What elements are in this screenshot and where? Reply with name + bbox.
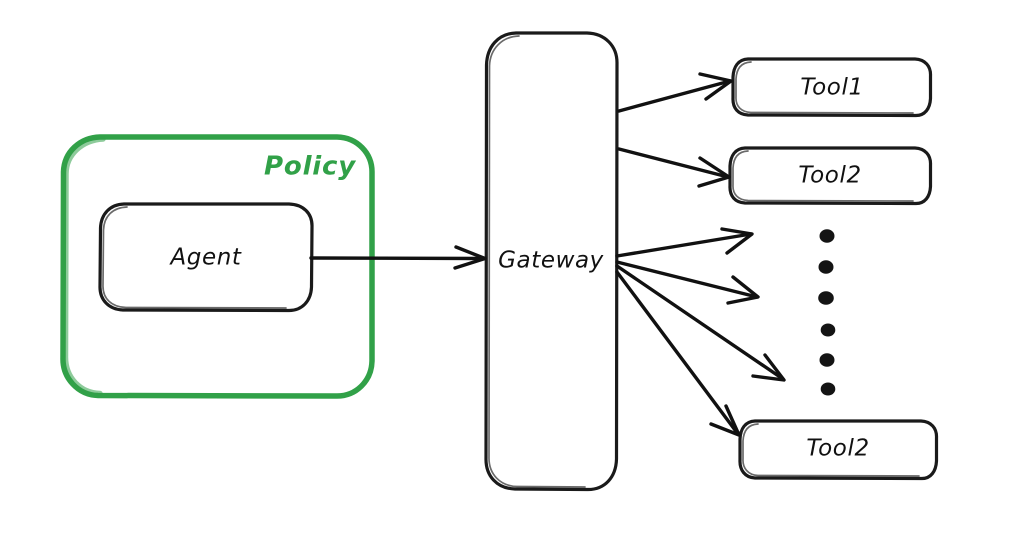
gateway-box — [484, 31, 619, 492]
edge-gateway-fan3-line — [615, 264, 785, 381]
tool1-box — [731, 57, 933, 118]
edge-gateway-fan1-line — [615, 232, 753, 258]
tool2-box-sketch — [732, 150, 914, 202]
policy-group-label: Policy — [264, 152, 356, 182]
tool1-label: Tool1 — [800, 75, 863, 101]
edge-agent-gateway-line — [309, 256, 486, 261]
policy-group[interactable]: Policy — [60, 134, 375, 399]
tool-n-box — [738, 419, 939, 481]
node-agent[interactable]: Agent — [98, 202, 314, 313]
edge-gateway-to-tool-n — [615, 270, 741, 437]
edge-gateway-tooln-line — [615, 270, 740, 436]
ellipsis-dot-6 — [820, 382, 836, 396]
edge-gateway-tooln-arrowhead — [709, 404, 741, 437]
edge-agent-gateway-arrowhead — [453, 245, 487, 270]
policy-group-border-sketch — [62, 136, 106, 397]
edge-gateway-fan3-arrowhead — [751, 353, 786, 382]
edge-agent-to-gateway — [309, 245, 487, 270]
edge-gateway-tool1-arrowhead — [698, 72, 733, 101]
edge-gateway-fan-3 — [615, 264, 786, 382]
agent-box — [98, 202, 314, 313]
ellipsis-dot-2 — [818, 260, 834, 274]
node-tool1[interactable]: Tool1 — [731, 57, 933, 118]
tool-n-label: Tool2 — [806, 436, 869, 462]
agent-box-sketch — [102, 206, 287, 309]
edge-gateway-to-tool2 — [617, 147, 731, 188]
agent-label: Agent — [168, 245, 241, 271]
tool2-box — [728, 146, 933, 206]
edge-gateway-fan2-arrowhead — [726, 275, 760, 305]
ellipsis-dot-1 — [819, 229, 835, 243]
edge-gateway-tool2-line — [617, 147, 730, 179]
tool1-box-sketch — [735, 61, 914, 114]
ellipsis-dot-4 — [820, 323, 836, 337]
node-gateway[interactable]: Gateway — [484, 31, 619, 492]
node-tool2[interactable]: Tool2 — [728, 146, 933, 206]
edge-gateway-fan2-line — [615, 260, 759, 299]
gateway-label: Gateway — [498, 248, 604, 274]
node-tool-n[interactable]: Tool2 — [738, 419, 939, 481]
edge-gateway-to-tool1 — [617, 72, 733, 113]
gateway-box-sketch — [488, 35, 586, 488]
edge-gateway-fan-2 — [615, 260, 760, 305]
edge-gateway-fan1-arrowhead — [720, 227, 754, 255]
tool-n-box-sketch — [742, 423, 920, 477]
tool2-label: Tool2 — [798, 163, 861, 189]
vertical-ellipsis — [818, 229, 836, 396]
ellipsis-dot-5 — [819, 353, 835, 367]
edge-gateway-tool1-line — [617, 79, 732, 113]
ellipsis-dot-3 — [818, 291, 834, 305]
edge-gateway-tool2-arrowhead — [697, 156, 731, 188]
edge-gateway-fan-1 — [615, 227, 754, 258]
